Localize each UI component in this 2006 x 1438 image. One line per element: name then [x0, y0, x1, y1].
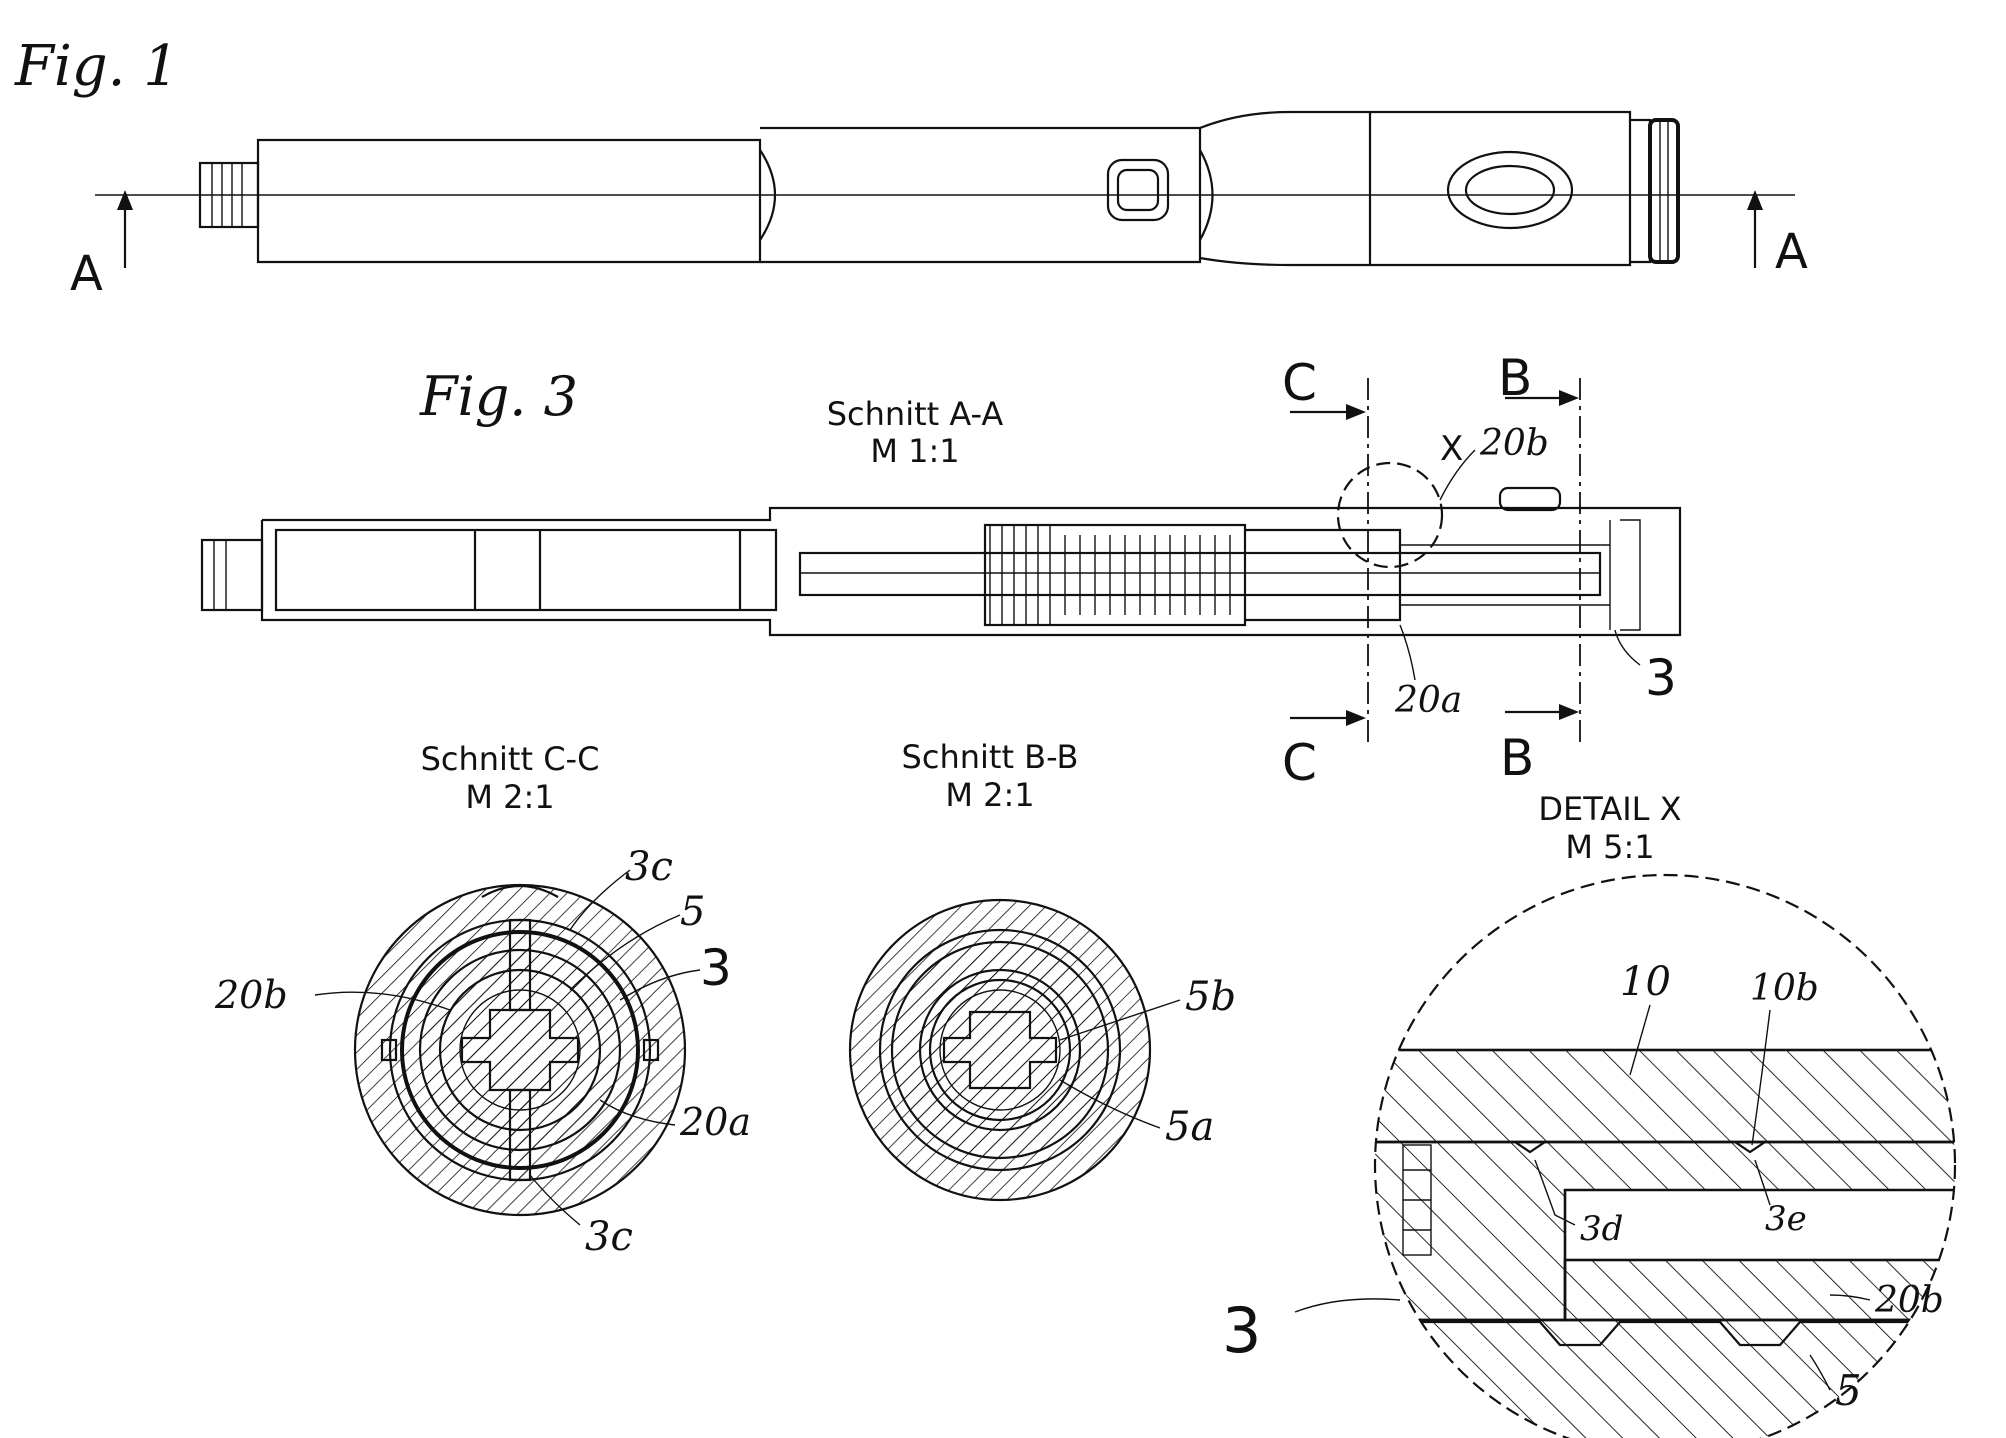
cut-arrow-c-bottom: C [1282, 710, 1366, 792]
figure-1: Fig. 1 [14, 34, 1808, 302]
svg-text:B: B [1498, 349, 1532, 407]
ref-5-detail: 5 [1835, 1366, 1862, 1415]
cut-arrow-c-top: C [1282, 354, 1366, 420]
ref-3-detail: 3 [1222, 1294, 1261, 1367]
cut-arrow-b-bottom: B [1500, 704, 1579, 787]
svg-text:B: B [1500, 729, 1534, 787]
ref-3e: 3e [1765, 1199, 1807, 1239]
section-c-c: Schnitt C-C M 2:1 3c 5 3 20b 20a 3c [214, 740, 751, 1260]
svg-text:A: A [70, 246, 103, 302]
ref-3c-top: 3c [625, 844, 673, 890]
ref-20a-fig3: 20a [1394, 680, 1462, 721]
svg-text:C: C [1282, 354, 1317, 412]
ref-20b-detail: 20b [1874, 1280, 1944, 1321]
detail-x-label: DETAIL X [1538, 790, 1681, 828]
section-b-b: Schnitt B-B M 2:1 5b 5a [850, 738, 1236, 1200]
detail-x-marker [1338, 463, 1442, 567]
ref-3c-bottom: 3c [585, 1214, 633, 1260]
figure-3-section-label: Schnitt A-A [827, 395, 1004, 433]
figure-1-title: Fig. 1 [14, 34, 179, 99]
ref-20b-fig3: 20b [1479, 423, 1549, 464]
fig1-rear-grip [1200, 112, 1630, 265]
ref-5b: 5b [1185, 974, 1236, 1020]
ref-20b-cc: 20b [214, 973, 288, 1017]
ref-3d: 3d [1580, 1209, 1623, 1249]
ref-5-cc: 5 [680, 889, 705, 935]
detail-x-scale: M 5:1 [1565, 828, 1654, 866]
fig3-spindle [800, 488, 1640, 630]
section-cc-label: Schnitt C-C [421, 740, 600, 778]
section-bb-label: Schnitt B-B [902, 738, 1079, 776]
ref-3-fig3: 3 [1645, 649, 1677, 707]
svg-text:C: C [1282, 734, 1317, 792]
section-cc-scale: M 2:1 [465, 778, 554, 816]
figure-3: Fig. 3 Schnitt A-A M 1:1 [202, 349, 1680, 792]
ref-5a: 5a [1165, 1104, 1214, 1150]
figure-3-title: Fig. 3 [419, 365, 578, 428]
fig1-front-barrel [258, 140, 760, 262]
ref-10: 10 [1620, 959, 1671, 1005]
svg-text:A: A [1775, 224, 1808, 280]
section-arrow-a-left: A [70, 190, 133, 302]
fig3-barrel-section [262, 508, 1680, 635]
fig1-dose-knob [1630, 120, 1678, 262]
figure-3-scale: M 1:1 [870, 432, 959, 470]
detail-x-letter: X [1440, 429, 1463, 469]
ref-3-cc: 3 [700, 939, 732, 997]
detail-x: DETAIL X M 5:1 10 10b 3d 3e 20b [1222, 790, 1985, 1438]
section-bb-scale: M 2:1 [945, 776, 1034, 814]
section-arrow-a-right: A [1747, 190, 1808, 280]
ref-20a-cc: 20a [679, 1100, 751, 1144]
ref-10b: 10b [1750, 968, 1819, 1009]
cut-arrow-b-top: B [1498, 349, 1579, 407]
